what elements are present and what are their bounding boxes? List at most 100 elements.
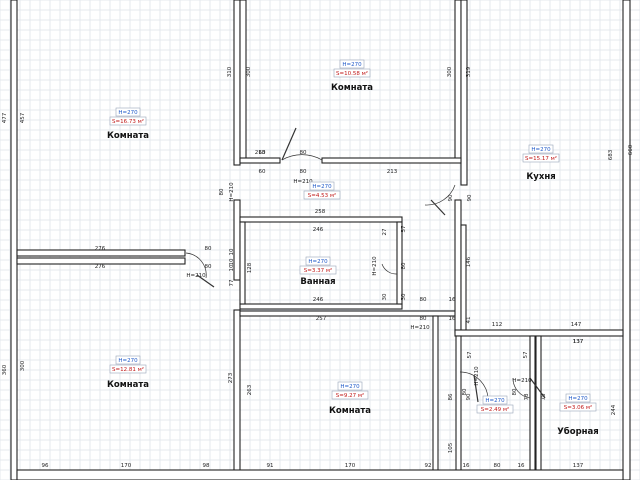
wall — [529, 335, 536, 480]
dimension-label: 170 — [345, 463, 356, 469]
door-swing — [424, 184, 456, 206]
dimension-label: 300 — [246, 66, 252, 77]
wall-bottom — [16, 469, 624, 480]
dimension-label: 257 — [316, 316, 327, 322]
area-box — [333, 68, 371, 78]
dimension-label: 457 — [20, 112, 26, 123]
room-name: Комната — [329, 406, 371, 416]
wall — [239, 0, 247, 161]
room-area: S=4.53 м² — [308, 192, 336, 199]
room-height: H=270 — [568, 396, 588, 402]
room-name: Уборная — [557, 426, 598, 437]
wall — [233, 309, 241, 480]
height-box — [337, 381, 363, 391]
room-height: H=270 — [531, 147, 551, 153]
wall — [239, 221, 246, 305]
dimension-label: 92 — [425, 463, 432, 469]
dimension-label: 60 — [259, 169, 266, 175]
area-box — [559, 402, 597, 412]
dimension-label: 60 — [259, 150, 266, 156]
dimension-label: 27 — [382, 228, 388, 235]
dimension-label: 683 — [608, 149, 614, 160]
dimension-label: 80 — [420, 316, 427, 322]
height-box — [565, 393, 591, 403]
dimension-label: 137 — [573, 339, 584, 345]
dimension-label: 16 — [449, 297, 456, 303]
dimension-label: 80 — [300, 169, 307, 175]
dimension-label: 244 — [611, 404, 617, 415]
room-name: Комната — [107, 380, 149, 390]
dimension-label: 16 — [463, 463, 470, 469]
door-swing — [281, 154, 323, 161]
room-area: S=9.27 м² — [336, 392, 364, 399]
wall — [239, 216, 403, 223]
wall — [16, 257, 186, 265]
dimension-label: H=210 — [293, 179, 313, 185]
dimension-label: 105 — [448, 442, 454, 453]
wall — [455, 335, 462, 480]
dimension-label: 16 — [518, 463, 525, 469]
wall-left — [10, 0, 18, 480]
dimension-label: 213 — [255, 150, 266, 156]
door-swing — [459, 371, 489, 399]
dimension-label: 98 — [203, 463, 210, 469]
dimension-label: 96 — [42, 463, 49, 469]
dimension-label: 57 — [467, 351, 473, 358]
area-box — [303, 190, 341, 200]
room-name: Комната — [107, 131, 149, 141]
wall — [454, 0, 462, 161]
dimension-label: 170 — [121, 463, 132, 469]
dimension-label: 80 — [401, 262, 407, 269]
dimension-label: H=210 — [410, 325, 430, 331]
room-height: H=270 — [340, 384, 360, 390]
dimension-label: 57 — [523, 351, 529, 358]
dimension-label: 246 — [313, 227, 324, 233]
dimension-label: 90 — [467, 194, 473, 201]
wall — [454, 199, 462, 333]
dimension-label: H=210 — [512, 378, 532, 384]
dimension-label: 57 — [401, 225, 407, 232]
dimension-label: 80 — [420, 297, 427, 303]
height-box — [309, 181, 335, 191]
dimension-label: H=210 — [474, 366, 480, 386]
room-area: S=15.17 м² — [525, 155, 557, 162]
dimension-label: H=210 — [229, 182, 235, 202]
dimension-label: 300 — [447, 66, 453, 77]
room-area: S=3.37 м² — [304, 267, 332, 274]
dimension-label: 10 — [229, 248, 235, 255]
room-height: H=270 — [342, 62, 362, 68]
height-box — [115, 107, 141, 117]
room-name: Комната — [331, 83, 373, 93]
room-area: S=3.06 м² — [564, 404, 592, 411]
dimension-label: 16 — [449, 316, 456, 322]
dimension-label: 246 — [313, 297, 324, 303]
area-box — [109, 364, 147, 374]
room-height: H=270 — [308, 259, 328, 265]
wall — [239, 157, 281, 164]
height-box — [528, 144, 554, 154]
dimension-label: 273 — [228, 372, 234, 383]
dimension-label: 128 — [247, 262, 253, 273]
dimension-label: 137 — [573, 339, 584, 345]
dimension-label: 137 — [573, 463, 584, 469]
wall — [454, 329, 624, 337]
dimension-label: 276 — [95, 264, 106, 270]
dimension-label: 258 — [315, 209, 326, 215]
dimension-label: H=210 — [372, 256, 378, 276]
dimension-label: 477 — [2, 112, 8, 123]
wall — [321, 157, 462, 164]
wall — [460, 224, 467, 333]
dimension-label: 86 — [448, 393, 454, 400]
dimension-label: 146 — [466, 256, 472, 267]
